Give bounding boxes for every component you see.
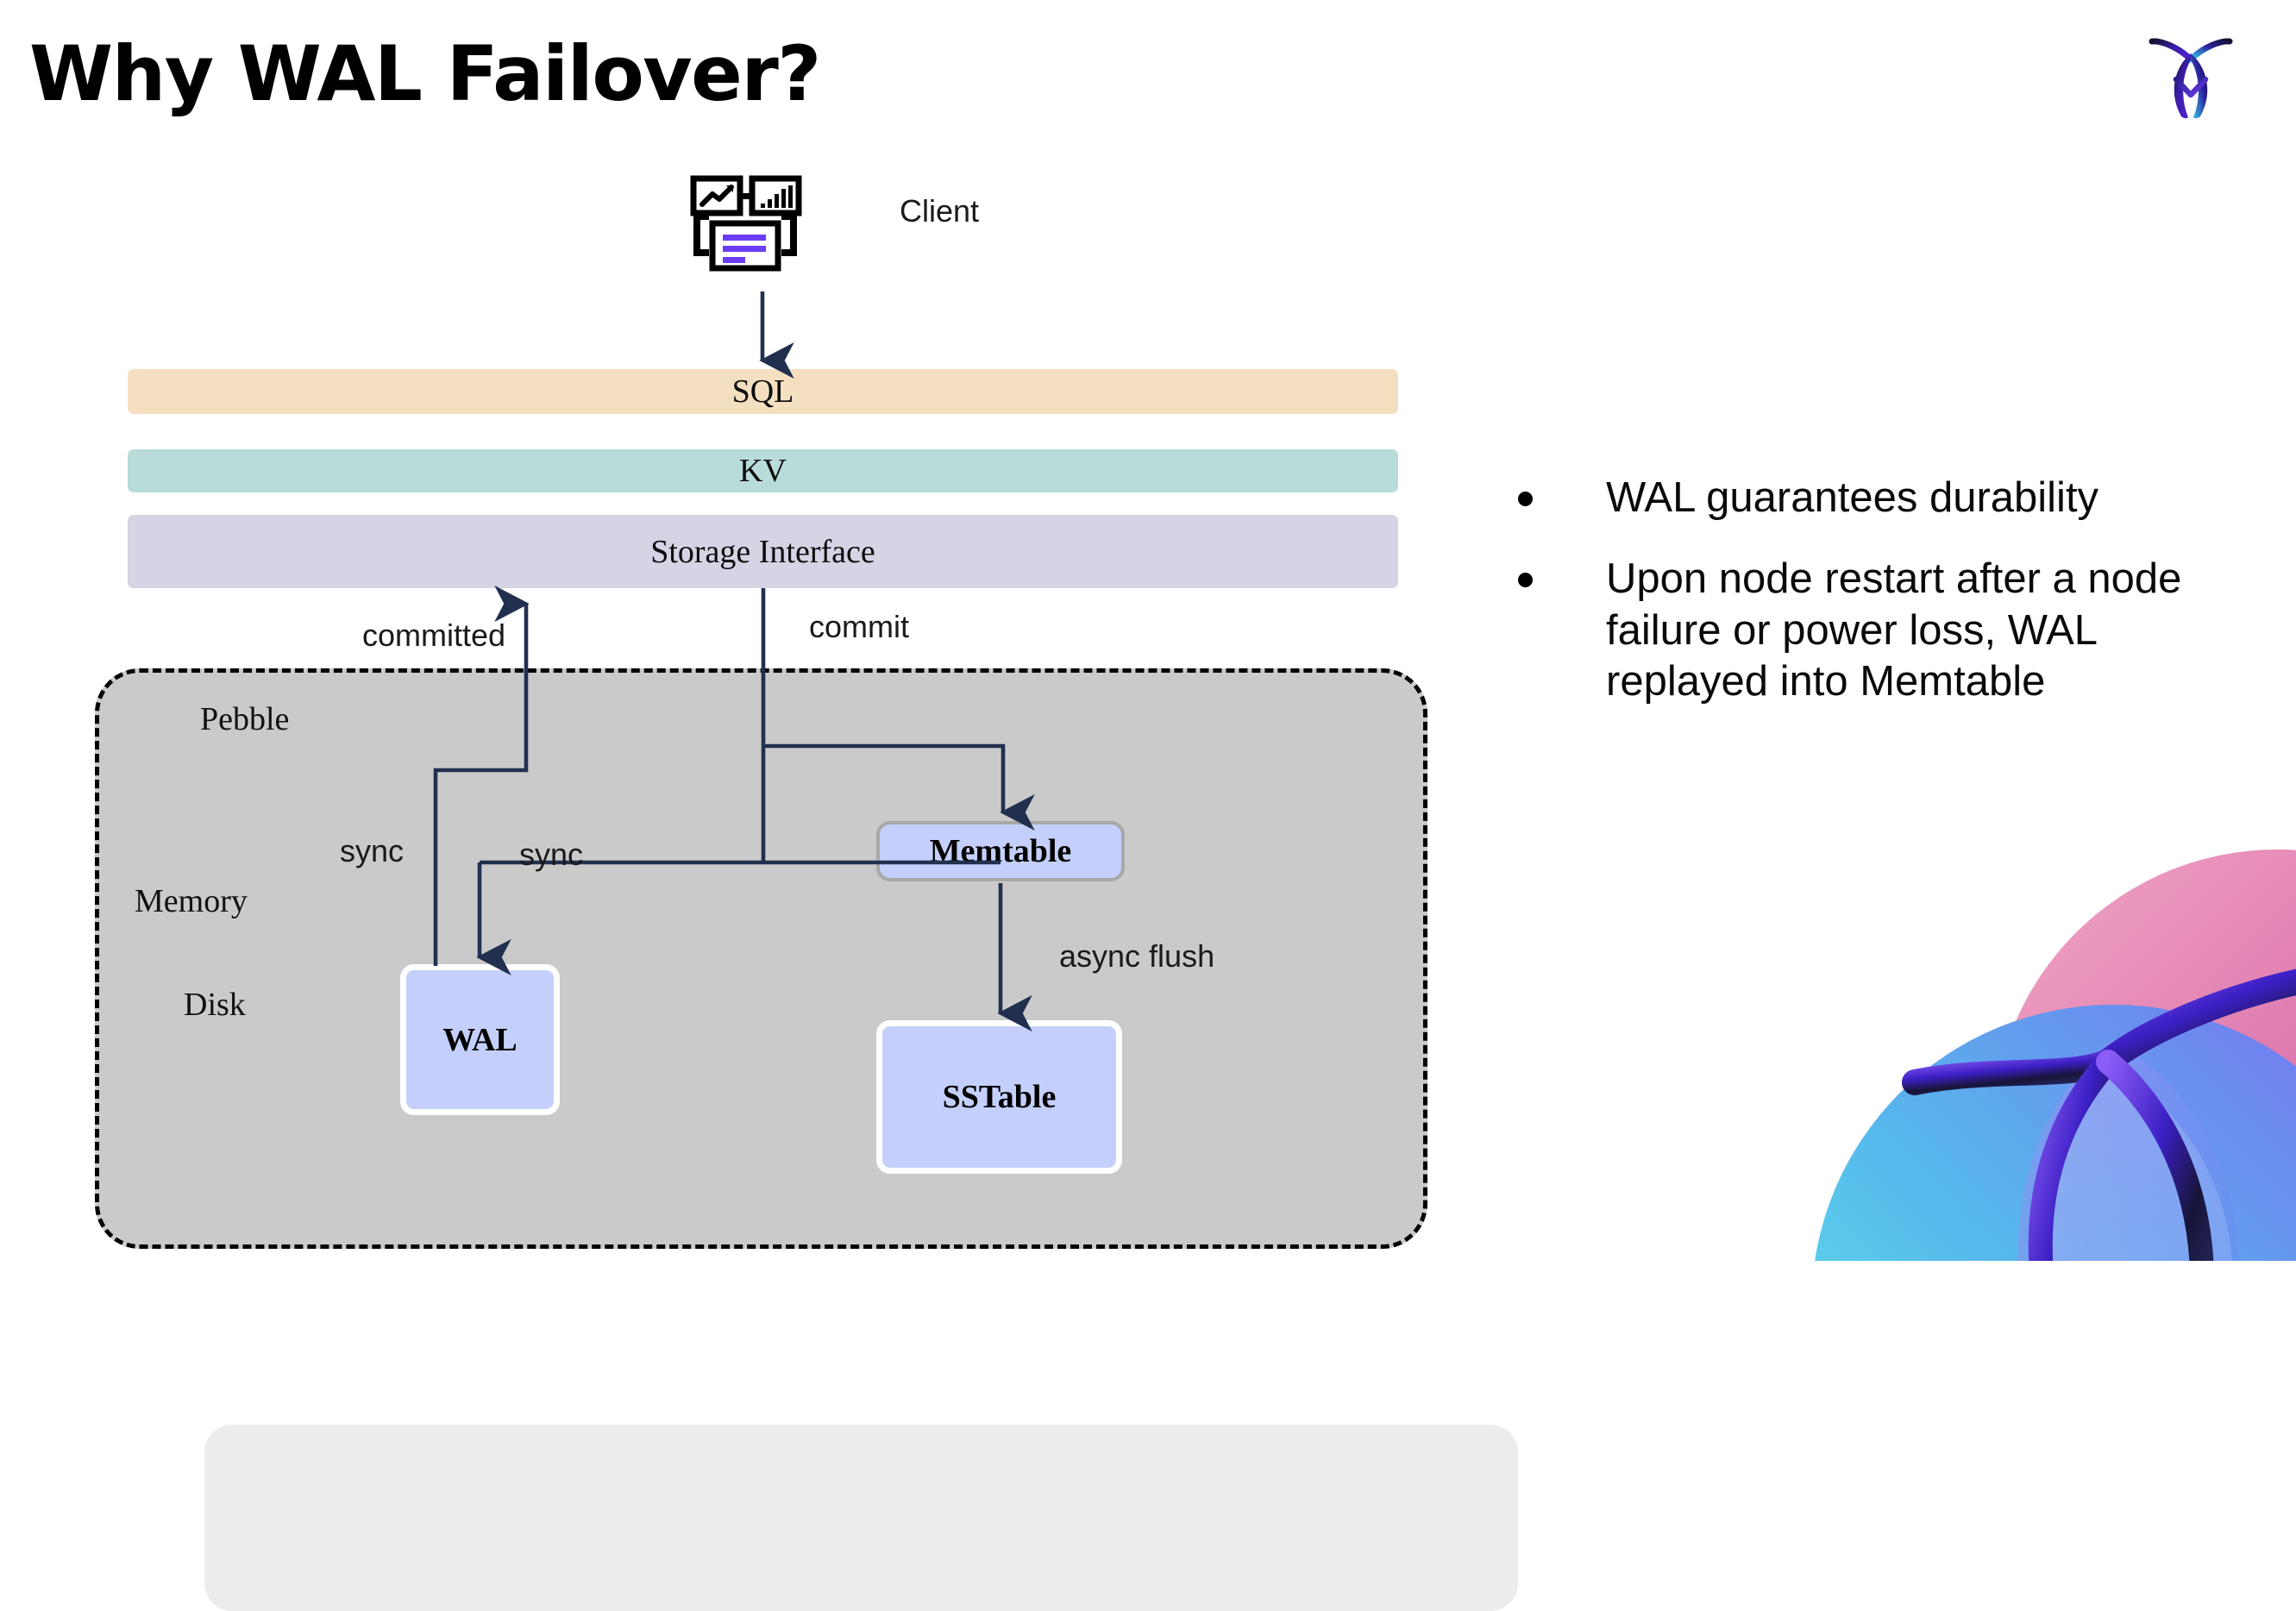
edge-label-sync-right: sync	[519, 837, 584, 872]
edge-label-commit: commit	[809, 609, 909, 644]
bullet-dot-icon	[1518, 492, 1533, 506]
list-item: WAL guarantees durability	[1518, 473, 2243, 524]
bullet-dot-icon	[1518, 572, 1533, 587]
node-label-wal: WAL	[442, 1021, 518, 1058]
edge-label-async-flush: async flush	[1059, 938, 1215, 974]
pebble-container	[95, 668, 1518, 1611]
pebble-label: Pebble	[200, 701, 290, 737]
node-wal: WAL	[400, 964, 560, 1115]
list-item: Upon node restart after a node failure o…	[1518, 554, 2243, 708]
client-label: Client	[900, 193, 980, 229]
bullet-list: WAL guarantees durability Upon node rest…	[1518, 473, 2243, 737]
layer-bar-sql: SQL	[128, 369, 1398, 414]
layer-bar-kv: KV	[128, 449, 1398, 492]
page-title: Why WAL Failover?	[29, 29, 821, 118]
decorative-logo-artwork	[1742, 824, 2296, 1261]
node-sstable: SSTable	[876, 1020, 1122, 1174]
memory-region	[204, 1425, 1518, 1611]
layer-label-kv: KV	[739, 453, 787, 489]
cockroachlabs-logo-icon	[2145, 28, 2236, 122]
layer-label-sql: SQL	[731, 373, 794, 410]
bullet-text: WAL guarantees durability	[1606, 474, 2099, 521]
layer-label-storage-interface: Storage Interface	[650, 533, 875, 570]
bullet-text: Upon node restart after a node failure o…	[1606, 555, 2182, 705]
disk-label: Disk	[184, 987, 246, 1023]
client-dashboard-icon	[690, 175, 828, 296]
node-label-sstable: SSTable	[942, 1079, 1057, 1115]
edge-label-committed: committed	[362, 617, 506, 653]
layer-bar-storage-interface: Storage Interface	[128, 515, 1398, 588]
edge-label-sync-left: sync	[340, 833, 405, 868]
memory-label: Memory	[135, 883, 248, 919]
node-label-memtable: Memtable	[929, 833, 1072, 869]
node-memtable: Memtable	[876, 821, 1125, 881]
